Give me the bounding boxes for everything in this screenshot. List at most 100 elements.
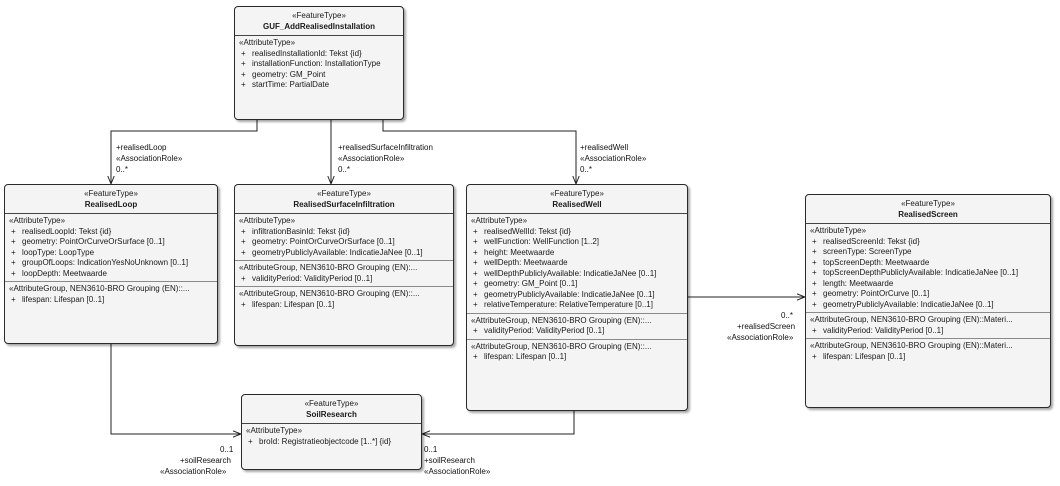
attribute-text: length: Meetwaarde — [823, 278, 894, 288]
class-soil-research[interactable]: «FeatureType» SoilResearch«AttributeType»… — [241, 394, 422, 470]
attribute-row: +startTime: PartialDate — [239, 80, 400, 91]
class-realised-surface-infiltration[interactable]: «FeatureType»RealisedSurfaceInfiltration… — [234, 184, 454, 346]
section-stereotype: «AttributeGroup, NEN3610-BRO Grouping (E… — [810, 315, 1013, 324]
attribute-text: validityPeriod: ValidityPeriod [0..1] — [252, 273, 373, 283]
class-realised-loop[interactable]: «FeatureType»RealisedLoop «AttributeType»… — [4, 184, 218, 344]
public-marker: + — [812, 289, 817, 298]
attribute-text: topScreenDepthPubliclyAvailable: Indicat… — [823, 268, 1019, 277]
public-marker: + — [812, 268, 817, 277]
assoc-well-stereotype: «AssociationRole» — [580, 154, 647, 163]
attribute-text: realisedScreenId: Tekst {id} — [823, 236, 920, 246]
attribute-row: +realisedLoopId: Tekst {id} — [9, 227, 214, 238]
class-realised-screen[interactable]: «FeatureType»RealisedScreen«AttributeTyp… — [805, 194, 1051, 408]
attribute-row: +length: Meetwaarde — [810, 279, 1047, 290]
attribute-row: +realisedWellId: Tekst {id} — [471, 227, 684, 238]
public-marker: + — [241, 247, 246, 257]
class-stereotype: «FeatureType» — [304, 399, 359, 408]
attribute-text: lifespan: Lifespan [0..1] — [823, 351, 906, 361]
attribute-row: +infiltrationBasinId: Tekst {id} — [239, 227, 450, 238]
attribute-text: relativeTemperature: RelativeTemperature… — [484, 300, 653, 309]
assoc-loop-role: +realisedLoop — [116, 143, 167, 152]
class-stereotype: «FeatureType» — [84, 189, 138, 198]
public-marker: + — [241, 273, 246, 283]
public-marker: + — [241, 299, 246, 309]
assoc-soil-right-role: +soilResearch — [424, 456, 475, 465]
section-stereotype: «AttributeType» — [810, 226, 867, 235]
class-name: RealisedWell — [552, 200, 602, 209]
attribute-section: «AttributeGroup, NEN3610-BRO Grouping (E… — [5, 281, 217, 307]
attribute-text: validityPeriod: ValidityPeriod [0..1] — [823, 325, 944, 335]
class-stereotype: «FeatureType» — [901, 199, 955, 208]
attribute-row: + lifespan: Lifespan [0..1] — [239, 300, 450, 311]
public-marker: + — [241, 69, 246, 79]
public-marker: + — [11, 258, 16, 267]
attribute-row: +installationFunction: InstallationType — [239, 59, 400, 70]
public-marker: + — [812, 247, 817, 256]
attribute-text: geometry: PointOrCurve [0..1] — [823, 289, 930, 298]
attribute-text: geometryPubliclyAvailable: IndicatieJaNe… — [484, 289, 655, 299]
attribute-text: validityPeriod: ValidityPeriod [0..1] — [484, 326, 605, 335]
section-stereotype: «AttributeType» — [9, 216, 66, 225]
attribute-section: «AttributeGroup, NEN3610-BRO Grouping (E… — [806, 312, 1050, 338]
edge-loop-soil — [110, 344, 241, 434]
class-stereotype: «FeatureType» — [317, 189, 371, 198]
assoc-soil-right-stereotype: «AssociationRole» — [424, 467, 491, 476]
class-header: «FeatureType» SoilResearch — [242, 395, 421, 424]
section-stereotype: «AttributeType» — [239, 216, 296, 225]
attribute-text: groupOfLoops: IndicationYesNoUnknown [0.… — [22, 258, 189, 267]
public-marker: + — [473, 289, 478, 299]
class-name: GUF_AddRealisedInstallation — [262, 22, 376, 31]
public-marker: + — [11, 294, 16, 304]
public-marker: + — [473, 268, 478, 278]
attribute-row: +screenType: ScreenType — [810, 247, 1047, 258]
attribute-text: loopDepth: Meetwaarde — [22, 268, 107, 278]
assoc-soil-left-stereotype: «AssociationRole» — [160, 467, 227, 476]
assoc-infiltration-role: +realisedSurfaceInfiltration — [338, 143, 433, 152]
attribute-section: «AttributeGroup, NEN3610-BRO Grouping (E… — [235, 286, 453, 312]
class-guf-add-realised-installation[interactable]: «FeatureType»GUF_AddRealisedInstallation… — [234, 6, 404, 120]
class-header: «FeatureType»RealisedSurfaceInfiltration — [235, 185, 453, 214]
public-marker: + — [11, 237, 16, 246]
attribute-row: +realisedInstallationId: Tekst {id} — [239, 49, 400, 60]
public-marker: + — [473, 352, 478, 361]
attribute-text: geometry: GM_Point [0..1] — [484, 279, 578, 288]
attribute-row: +validityPeriod: ValidityPeriod [0..1] — [810, 326, 1047, 337]
section-stereotype: «AttributeGroup, NEN3610-BRO Grouping (E… — [9, 284, 190, 293]
attribute-section: «AttributeGroup, NEN3610-BRO Grouping (E… — [467, 312, 687, 339]
public-marker: + — [473, 247, 478, 257]
section-stereotype: «AttributeType» — [246, 426, 303, 435]
attribute-text: lifespan: Lifespan [0..1] — [22, 294, 105, 304]
attribute-row: +realisedScreenId: Tekst {id} — [810, 237, 1047, 248]
attribute-row: +wellFunction: WellFunction [1..2] — [471, 237, 684, 248]
assoc-infiltration-stereotype: «AssociationRole» — [338, 154, 405, 163]
class-header: «FeatureType»RealisedLoop — [5, 185, 217, 214]
class-header: «FeatureType»GUF_AddRealisedInstallation — [235, 7, 403, 36]
assoc-loop-multiplicity: 0..* — [116, 165, 129, 174]
attribute-row: + lifespan: Lifespan [0..1] — [810, 352, 1047, 363]
assoc-soil-right-multiplicity: 0..1 — [424, 445, 438, 454]
public-marker: + — [812, 351, 817, 361]
class-realised-well[interactable]: «FeatureType» RealisedWell «AttributeType»… — [466, 184, 688, 411]
attribute-row: +geometryPubliclyAvailable: IndicatieJaN… — [239, 248, 450, 259]
attribute-row: +loopType: LoopType — [9, 248, 214, 259]
attribute-text: lifespan: Lifespan [0..1] — [252, 299, 335, 309]
section-stereotype: «AttributeGroup, NEN3610-BRO Grouping (E… — [471, 341, 652, 351]
public-marker: + — [241, 48, 246, 58]
attribute-section: «AttributeType»+realisedScreenId: Tekst … — [806, 224, 1050, 312]
attribute-text: wellDepthPubliclyAvailable: IndicatieJaN… — [484, 268, 657, 278]
attribute-row: +relativeTemperature: RelativeTemperatur… — [471, 300, 684, 311]
class-stereotype: «FeatureType» — [550, 189, 604, 198]
attribute-row: +geometryPubliclyAvailable: IndicatieJaN… — [810, 300, 1047, 311]
attribute-row: +validityPeriod: ValidityPeriod [0..1] — [471, 326, 684, 337]
public-marker: + — [11, 247, 16, 257]
class-header: «FeatureType» RealisedWell — [467, 185, 687, 214]
public-marker: + — [812, 257, 817, 267]
class-name: SoilResearch — [306, 410, 357, 419]
attribute-section: «AttributeGroup, NEN3610-BRO Grouping (E… — [235, 260, 453, 286]
attribute-section: «AttributeType»+realisedInstallationId: … — [235, 36, 403, 93]
attribute-row: + lifespan: Lifespan [0..1] — [9, 295, 214, 306]
assoc-well-role: +realisedWell — [580, 143, 629, 152]
assoc-screen-multiplicity: 0..* — [781, 311, 794, 320]
section-stereotype: «AttributeType» — [471, 216, 528, 225]
public-marker: + — [812, 299, 817, 309]
